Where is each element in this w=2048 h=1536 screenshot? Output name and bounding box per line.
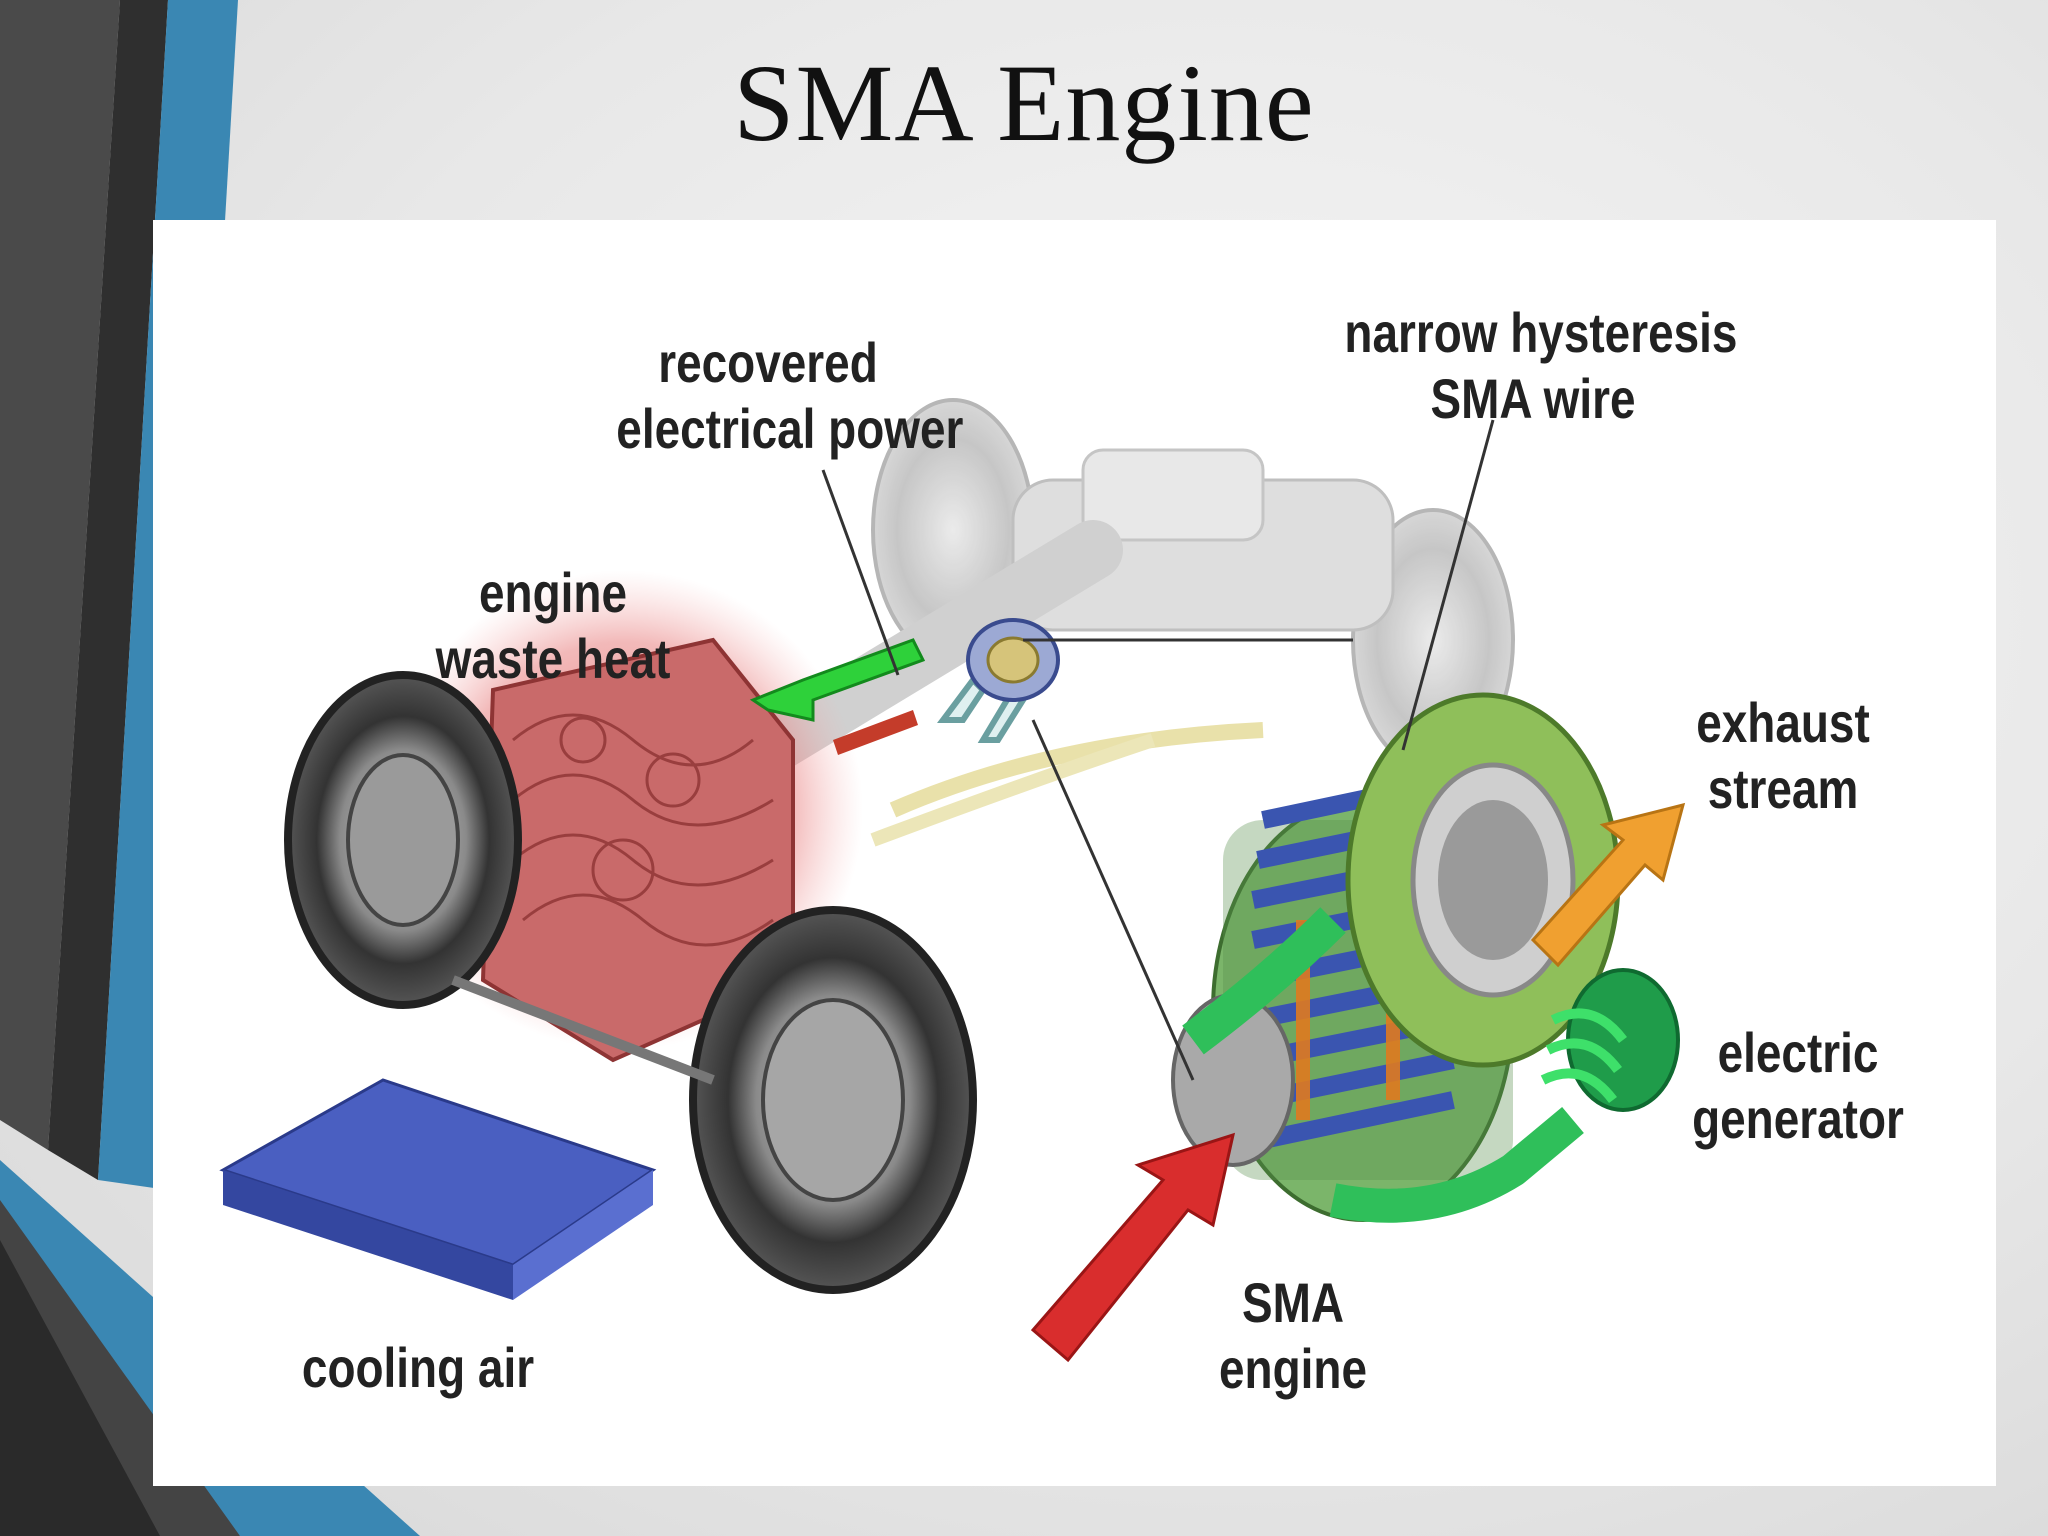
- label-cooling-air: cooling air: [301, 1336, 535, 1399]
- recovered-power-arrow: [749, 638, 926, 722]
- engine-block: [480, 637, 795, 1063]
- small-sma-engine: [966, 618, 1060, 702]
- diagram-illustration: [219, 398, 1686, 1363]
- exhaust-arrow: [1530, 802, 1686, 968]
- large-sma-engine: [1171, 692, 1621, 1223]
- cooling-air-block: [219, 1078, 657, 1300]
- electric-generator: [1540, 968, 1680, 1112]
- front-wheels: [284, 671, 977, 1294]
- slide-title: SMA Engine: [733, 42, 1315, 164]
- hot-inflow-arrow: [1030, 1132, 1236, 1363]
- leader-lines: [821, 419, 1495, 1081]
